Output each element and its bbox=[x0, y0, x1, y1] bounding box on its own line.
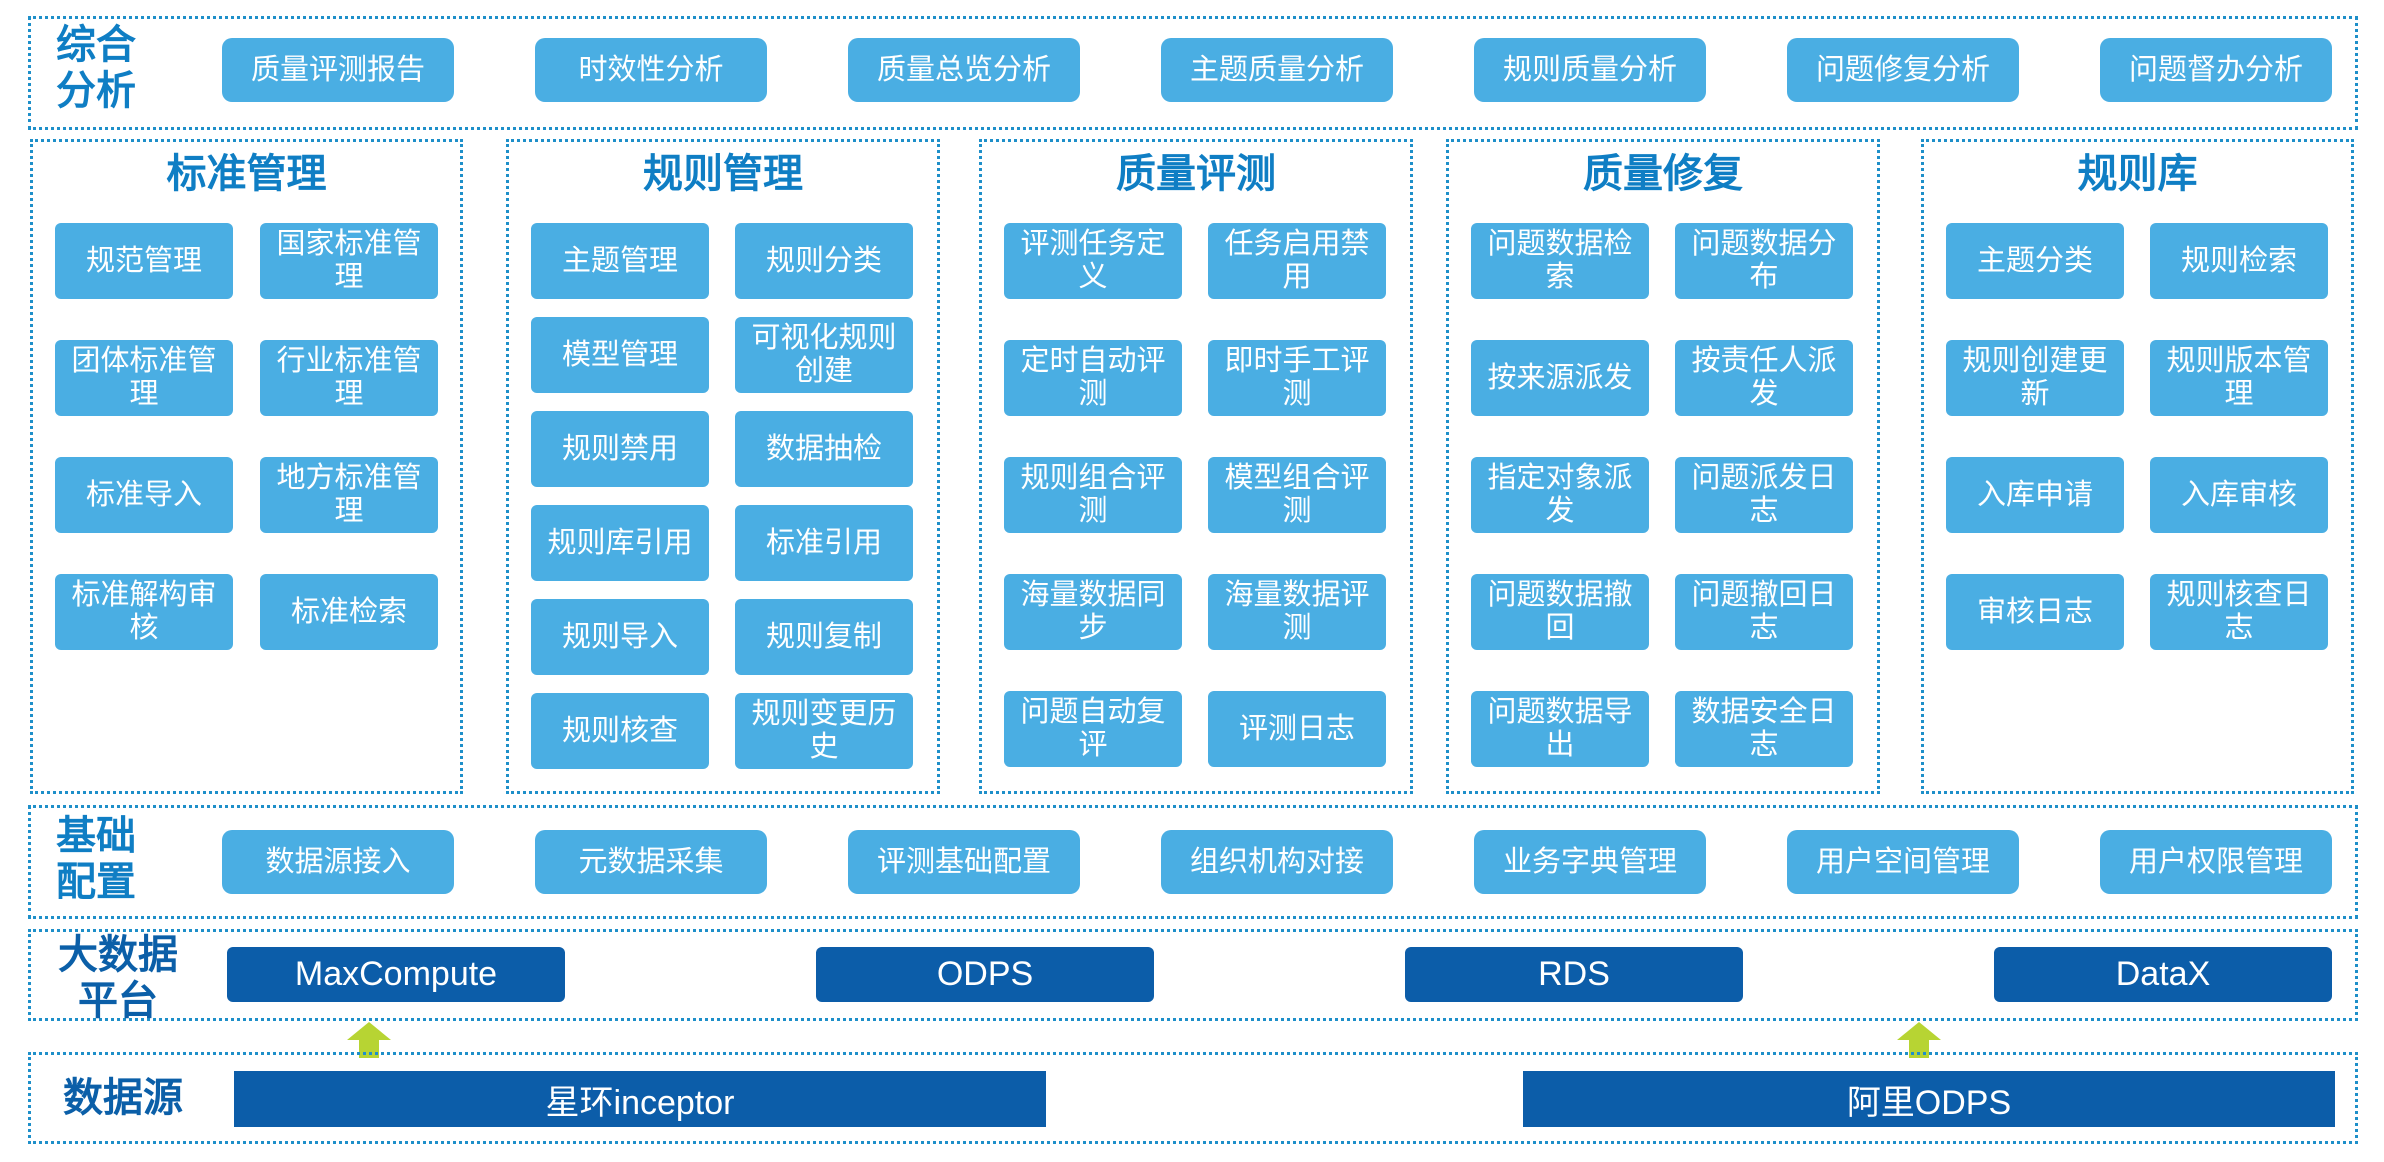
module-item: 标准解构审核 bbox=[55, 574, 233, 650]
module-column: 规则管理主题管理规则分类模型管理可视化规则创建规则禁用数据抽检规则库引用标准引用… bbox=[506, 139, 940, 794]
module-item: 海量数据评测 bbox=[1208, 574, 1386, 650]
module-item: 按责任人派发 bbox=[1675, 340, 1853, 416]
foundation-label: 基础 配置 bbox=[56, 814, 136, 904]
sources-label: 数据源 bbox=[63, 1076, 183, 1120]
analysis-item: 规则质量分析 bbox=[1474, 38, 1706, 102]
module-item: 规则检索 bbox=[2150, 223, 2328, 299]
module-item: 国家标准管理 bbox=[260, 223, 438, 299]
up-arrow-icon bbox=[1897, 1022, 1941, 1058]
module-item: 问题自动复评 bbox=[1004, 691, 1182, 767]
foundation-item: 业务字典管理 bbox=[1474, 830, 1706, 894]
module-item: 行业标准管理 bbox=[260, 340, 438, 416]
module-item: 规则核查 bbox=[531, 693, 709, 769]
module-item: 评测任务定义 bbox=[1004, 223, 1182, 299]
foundation-band bbox=[28, 805, 2358, 919]
analysis-item: 质量总览分析 bbox=[848, 38, 1080, 102]
module-item: 规则版本管理 bbox=[2150, 340, 2328, 416]
analysis-band bbox=[28, 16, 2358, 130]
foundation-item: 评测基础配置 bbox=[848, 830, 1080, 894]
module-item: 规则核查日志 bbox=[2150, 574, 2328, 650]
module-item: 规则禁用 bbox=[531, 411, 709, 487]
source-item: 阿里ODPS bbox=[1523, 1071, 2335, 1127]
module-title: 规则管理 bbox=[643, 152, 803, 196]
module-item: 标准检索 bbox=[260, 574, 438, 650]
module-item: 任务启用禁用 bbox=[1208, 223, 1386, 299]
module-title: 标准管理 bbox=[166, 152, 327, 196]
module-item: 评测日志 bbox=[1208, 691, 1386, 767]
module-item: 入库申请 bbox=[1946, 457, 2124, 533]
module-column: 规则库主题分类规则检索规则创建更新规则版本管理入库申请入库审核审核日志规则核查日… bbox=[1921, 139, 2354, 794]
module-item: 规范管理 bbox=[55, 223, 233, 299]
module-item: 问题数据分布 bbox=[1675, 223, 1853, 299]
module-item: 问题数据检索 bbox=[1471, 223, 1649, 299]
module-title: 规则库 bbox=[2077, 152, 2198, 196]
module-item: 问题撤回日志 bbox=[1675, 574, 1853, 650]
module-item: 规则库引用 bbox=[531, 505, 709, 581]
analysis-item: 质量评测报告 bbox=[222, 38, 454, 102]
platform-item: DataX bbox=[1994, 947, 2332, 1002]
module-item: 主题管理 bbox=[531, 223, 709, 299]
platform-band bbox=[28, 929, 2358, 1021]
analysis-label: 综合 分析 bbox=[56, 23, 136, 113]
module-item: 团体标准管理 bbox=[55, 340, 233, 416]
platform-label: 大数据 平台 bbox=[58, 933, 178, 1023]
platform-item: RDS bbox=[1405, 947, 1743, 1002]
platform-item: MaxCompute bbox=[227, 947, 565, 1002]
module-item: 定时自动评测 bbox=[1004, 340, 1182, 416]
module-column: 质量修复问题数据检索问题数据分布按来源派发按责任人派发指定对象派发问题派发日志问… bbox=[1446, 139, 1880, 794]
analysis-item: 问题督办分析 bbox=[2100, 38, 2332, 102]
module-item: 问题数据撤回 bbox=[1471, 574, 1649, 650]
module-item: 规则分类 bbox=[735, 223, 913, 299]
analysis-item: 主题质量分析 bbox=[1161, 38, 1393, 102]
module-title: 质量评测 bbox=[1116, 152, 1276, 196]
module-item: 主题分类 bbox=[1946, 223, 2124, 299]
module-item: 审核日志 bbox=[1946, 574, 2124, 650]
foundation-item: 用户权限管理 bbox=[2100, 830, 2332, 894]
module-item: 问题数据导出 bbox=[1471, 691, 1649, 767]
module-item: 按来源派发 bbox=[1471, 340, 1649, 416]
module-item: 数据安全日志 bbox=[1675, 691, 1853, 767]
module-item: 模型管理 bbox=[531, 317, 709, 393]
foundation-item: 用户空间管理 bbox=[1787, 830, 2019, 894]
module-column: 质量评测评测任务定义任务启用禁用定时自动评测即时手工评测规则组合评测模型组合评测… bbox=[979, 139, 1413, 794]
module-item: 规则导入 bbox=[531, 599, 709, 675]
analysis-item: 时效性分析 bbox=[535, 38, 767, 102]
foundation-item: 数据源接入 bbox=[222, 830, 454, 894]
analysis-item: 问题修复分析 bbox=[1787, 38, 2019, 102]
module-item: 规则组合评测 bbox=[1004, 457, 1182, 533]
module-item: 标准导入 bbox=[55, 457, 233, 533]
module-item: 入库审核 bbox=[2150, 457, 2328, 533]
module-item: 地方标准管理 bbox=[260, 457, 438, 533]
module-item: 规则复制 bbox=[735, 599, 913, 675]
foundation-item: 组织机构对接 bbox=[1161, 830, 1393, 894]
sources-band bbox=[28, 1052, 2358, 1144]
module-item: 模型组合评测 bbox=[1208, 457, 1386, 533]
up-arrow-icon bbox=[347, 1022, 391, 1058]
module-item: 可视化规则创建 bbox=[735, 317, 913, 393]
module-item: 规则创建更新 bbox=[1946, 340, 2124, 416]
module-item: 即时手工评测 bbox=[1208, 340, 1386, 416]
module-column: 标准管理规范管理国家标准管理团体标准管理行业标准管理标准导入地方标准管理标准解构… bbox=[30, 139, 463, 794]
module-item: 问题派发日志 bbox=[1675, 457, 1853, 533]
module-item: 数据抽检 bbox=[735, 411, 913, 487]
module-item: 海量数据同步 bbox=[1004, 574, 1182, 650]
platform-item: ODPS bbox=[816, 947, 1154, 1002]
module-item: 标准引用 bbox=[735, 505, 913, 581]
source-item: 星环inceptor bbox=[234, 1071, 1046, 1127]
module-item: 指定对象派发 bbox=[1471, 457, 1649, 533]
foundation-item: 元数据采集 bbox=[535, 830, 767, 894]
module-item: 规则变更历史 bbox=[735, 693, 913, 769]
module-title: 质量修复 bbox=[1583, 152, 1743, 196]
